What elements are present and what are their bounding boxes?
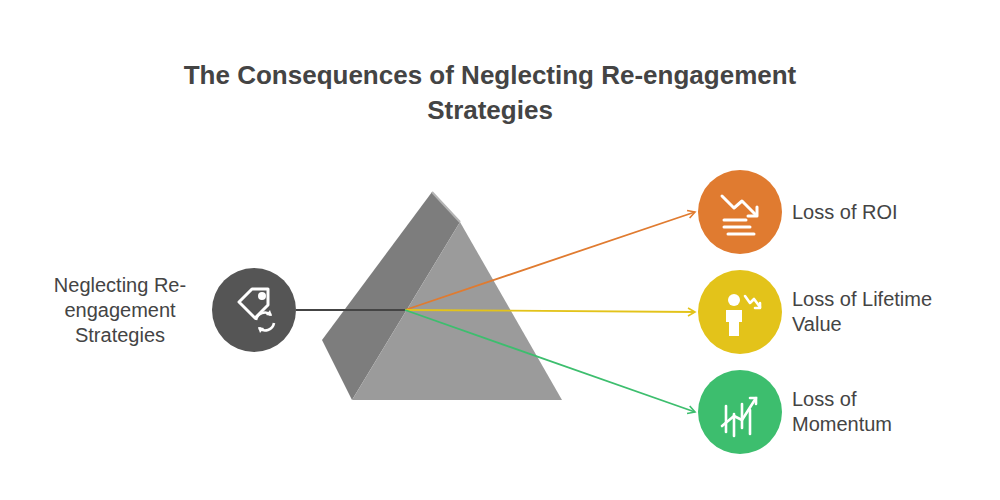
node-text-group: Loss of Momentum: [792, 387, 957, 437]
node-text-group: Neglecting Re-engagement Strategies: [40, 273, 200, 348]
source-node: Neglecting Re-engagement Strategies: [40, 268, 296, 352]
icon-circle: [698, 270, 782, 354]
icon-symbol: [698, 270, 782, 354]
node-label: Loss of Momentum: [792, 387, 957, 437]
icon-circle: [698, 370, 782, 454]
prism-edge: [432, 192, 460, 222]
node-label: Neglecting Re-engagement Strategies: [40, 273, 200, 348]
icon-symbol: [698, 370, 782, 454]
outcome-node: Loss of Lifetime Value: [698, 270, 957, 354]
diagram-title: The Consequences of Neglecting Re-engage…: [150, 58, 830, 128]
outcome-node: Loss of ROI: [698, 170, 957, 254]
output-beam: [405, 212, 695, 310]
icon-circle: [698, 170, 782, 254]
icon-circle: [212, 268, 296, 352]
output-beam: [405, 310, 695, 312]
node-label: Loss of ROI: [792, 200, 957, 225]
icon-symbol: [698, 170, 782, 254]
node-label: Loss of Lifetime Value: [792, 287, 957, 337]
input-beam: [296, 309, 405, 311]
node-text-group: Loss of ROI: [792, 200, 957, 225]
light-ray-connector: [296, 310, 695, 412]
light-ray-connector: [296, 212, 695, 310]
icon-symbol: [212, 268, 296, 352]
node-text-group: Loss of Lifetime Value: [792, 287, 957, 337]
output-beam: [405, 310, 695, 412]
outcome-node: Loss of Momentum: [698, 370, 957, 454]
input-beam: [296, 309, 405, 311]
input-beam: [296, 309, 405, 311]
light-ray-connector: [296, 310, 695, 312]
